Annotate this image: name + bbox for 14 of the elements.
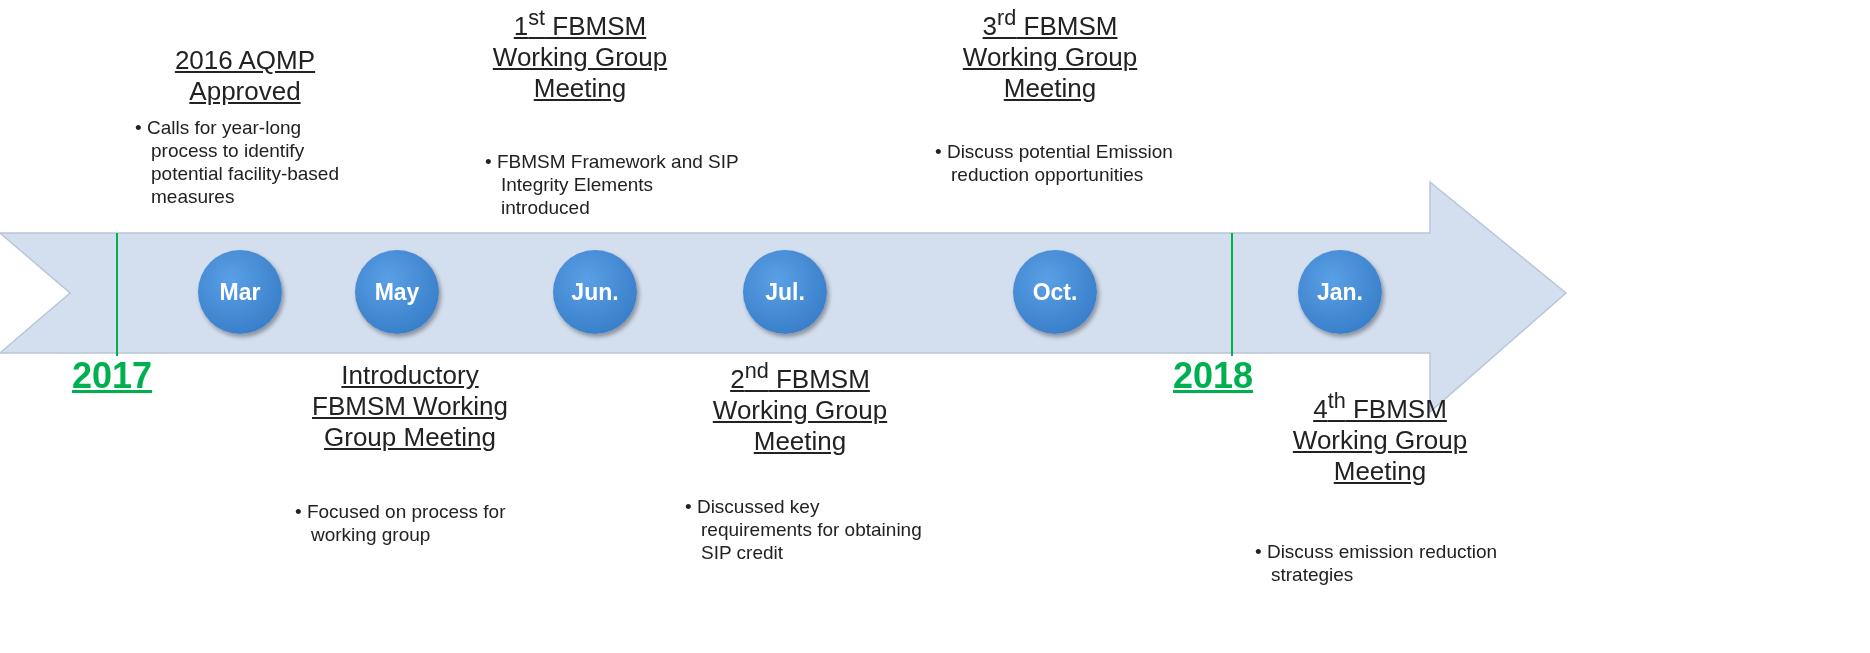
bullet-text: • Discuss emission reduction strategies [1255, 540, 1499, 586]
bullet-text: • Discussed key requirements for obtaining SIP credit [685, 495, 923, 564]
bullet-text: • FBMSM Framework and SIP Integrity Elements introduced [485, 150, 740, 219]
year-label: 2018 [1173, 355, 1254, 397]
event-heading: 2$^{nd}$ FBMSM Working Group Meeting [711, 357, 889, 457]
event-heading: 4$^{th}$ FBMSM Working Group Meeting [1291, 387, 1469, 487]
year-label: 2017 [72, 355, 153, 397]
bullet-text: • Calls for year-long process to identify potential facility-based measures [135, 116, 340, 208]
event-heading: 1$^{st}$ FBMSM Working Group Meeting [491, 4, 669, 104]
bullet-text: • Focused on process for working group [295, 500, 507, 546]
event-heading: 3$^{rd}$ FBMSM Working Group Meeting [961, 4, 1139, 104]
event-heading: 2016 AQMP Approved [173, 45, 317, 107]
bullet-text: • Discuss potential Emission reduction opportunities [935, 140, 1174, 186]
event-heading: Introductory FBMSM Working Group Meeting [311, 360, 509, 453]
